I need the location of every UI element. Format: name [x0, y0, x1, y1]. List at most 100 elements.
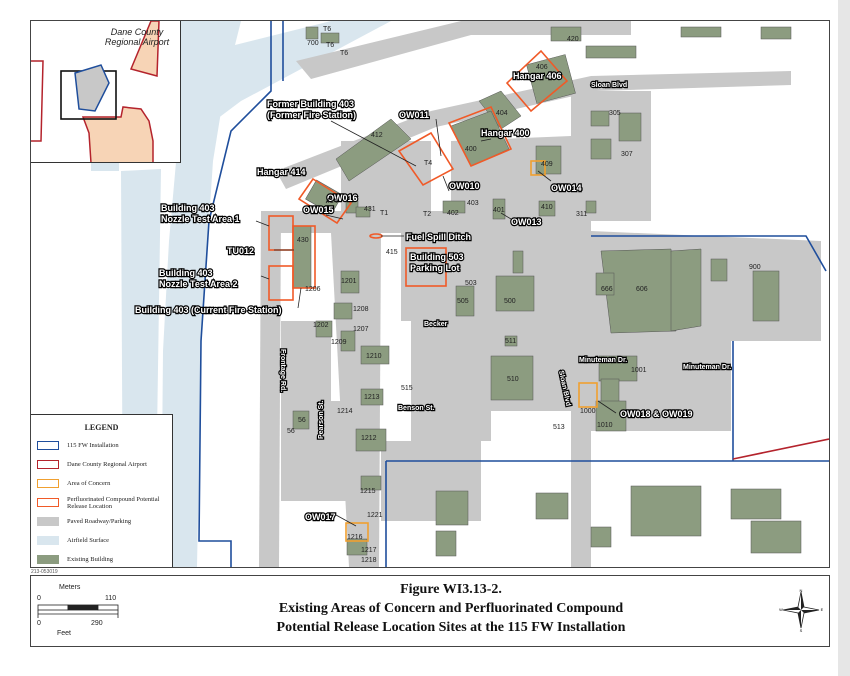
bldg-1209: 1209: [331, 339, 347, 346]
legend-swatch: [37, 555, 59, 564]
label-former-building-403: Former Building 403: [267, 99, 354, 109]
bldg-307: 307: [621, 151, 633, 158]
legend-item-area-of-concern: Area of Concern: [31, 474, 172, 493]
bldg-511: 511: [505, 338, 516, 345]
label-benson-st: Benson St.: [398, 405, 435, 412]
label-ow011: OW011: [399, 110, 429, 120]
bldg-1217: 1217: [361, 547, 377, 554]
legend-item-installation: 115 FW Installation: [31, 436, 172, 455]
legend: LEGEND 115 FW Installation Dane County R…: [31, 414, 173, 567]
viewer-side-strip: [838, 0, 850, 676]
legend-label: 115 FW Installation: [67, 442, 119, 449]
compass-s: S: [800, 628, 803, 632]
bldg-401: 401: [493, 207, 505, 214]
north-arrow-icon: N S E W: [779, 588, 823, 632]
compass-e: E: [821, 607, 823, 612]
label-ow016: OW016: [327, 193, 358, 203]
building-numbers: 700 T6 T6 T6 420 406 404 400 412 T4 409 …: [287, 26, 761, 564]
caption-line-3: Potential Release Location Sites at the …: [276, 620, 626, 635]
label-minuteman-dr-2: Minuteman Dr.: [683, 364, 731, 371]
existing-buildings: [292, 26, 802, 557]
bldg-400: 400: [465, 146, 477, 153]
label-hangar-414: Hangar 414: [257, 167, 306, 177]
bldg-500: 500: [504, 298, 516, 305]
bldg-t1: T1: [380, 210, 388, 217]
scale-feet-zero: 0: [37, 620, 41, 627]
bldg-431: 431: [364, 206, 376, 213]
label-ow017: OW017: [305, 512, 336, 522]
bldg-311: 311: [576, 211, 587, 218]
bldg-t2: T2: [423, 211, 431, 218]
inset-map: Dane County Regional Airport: [31, 21, 181, 163]
figure-caption: Figure WI3.13-2. Existing Areas of Conce…: [221, 580, 681, 637]
scale-meters-max: 110: [105, 595, 117, 602]
bldg-t6: T6: [340, 50, 348, 57]
label-ow010: OW010: [449, 181, 480, 191]
legend-swatch: [37, 479, 59, 488]
bldg-410: 410: [541, 204, 553, 211]
bldg-403: 403: [467, 200, 479, 207]
label-hangar-406: Hangar 406: [513, 71, 562, 81]
legend-item-building: Existing Building: [31, 550, 172, 567]
label-former-fire-station: (Former Fire Station): [267, 110, 356, 120]
bldg-1208: 1208: [353, 306, 369, 313]
bldg-1216: 1216: [347, 534, 363, 541]
label-ow018-ow019: OW018 & OW019: [620, 409, 693, 419]
bldg-402: 402: [447, 210, 459, 217]
label-sloan-blvd-top: Sloan Blvd: [591, 82, 627, 89]
areas-of-concern: [345, 160, 598, 542]
bldg-1000: 1000: [580, 408, 596, 415]
label-hangar-400: Hangar 400: [481, 128, 530, 138]
bldg-t6: T6: [323, 26, 331, 33]
legend-label: Area of Concern: [67, 480, 111, 487]
figure-code: 213-053019: [31, 569, 58, 575]
legend-swatch: [37, 536, 59, 545]
scale-meters-zero: 0: [37, 595, 41, 602]
bldg-56: 56: [287, 428, 295, 435]
bldg-1201: 1201: [341, 278, 357, 285]
bldg-1206: 1206: [305, 286, 321, 293]
bldg-1218: 1218: [361, 557, 377, 564]
title-block: Meters 0 110 0 290 Feet Figure WI3.13-2.…: [30, 575, 830, 647]
leader-lines: [255, 118, 617, 527]
label-building-403-nta2-line2: Nozzle Test Area 2: [159, 279, 238, 289]
scale-bar-graphic: [37, 604, 119, 618]
bldg-406: 406: [536, 64, 548, 71]
map-frame: Hangar 406 Sloan Blvd Former Building 40…: [30, 20, 830, 568]
bldg-666: 666: [601, 286, 613, 293]
label-pearson-st: Pearson St.: [318, 400, 325, 439]
caption-line-2: Existing Areas of Concern and Perfluorin…: [278, 601, 624, 616]
bldg-1214: 1214: [337, 408, 353, 415]
label-building-403-nta1-line1: Building 403: [161, 203, 215, 213]
bldg-1212: 1212: [361, 435, 377, 442]
site-labels: Hangar 406 Sloan Blvd Former Building 40…: [134, 70, 733, 523]
airport-boundary: [732, 438, 829, 460]
bldg-700: 700: [307, 40, 319, 47]
label-building-403-nta2-line1: Building 403: [159, 268, 213, 278]
bldg-t6: T6: [326, 42, 334, 49]
bldg-510: 510: [507, 376, 519, 383]
bldg-412: 412: [371, 132, 383, 139]
bldg-513: 513: [553, 424, 565, 431]
scale-meters-label: Meters: [59, 584, 81, 591]
label-parking-lot: Parking Lot: [410, 263, 460, 273]
bldg-430: 430: [297, 237, 309, 244]
caption-line-1: Figure WI3.13-2.: [400, 582, 502, 597]
legend-swatch: [37, 517, 59, 526]
bldg-1202: 1202: [313, 322, 329, 329]
bldg-900: 900: [749, 264, 761, 271]
bldg-415: 415: [386, 249, 398, 256]
bldg-515: 515: [401, 385, 413, 392]
legend-item-airport: Dane County Regional Airport: [31, 455, 172, 474]
legend-label: Perfluorinated Compound Potential Releas…: [67, 495, 160, 510]
legend-swatch: [37, 460, 59, 469]
legend-item-pfc: Perfluorinated Compound Potential Releas…: [31, 493, 172, 512]
bldg-1010: 1010: [597, 422, 613, 429]
bldg-606: 606: [636, 286, 648, 293]
label-minuteman-dr-1: Minuteman Dr.: [579, 357, 627, 364]
legend-item-airfield: Airfield Surface: [31, 531, 172, 550]
legend-label: Paved Roadway/Parking: [67, 518, 132, 525]
label-ow013: OW013: [511, 217, 542, 227]
legend-title: LEGEND: [84, 423, 119, 432]
bldg-1213: 1213: [364, 394, 380, 401]
